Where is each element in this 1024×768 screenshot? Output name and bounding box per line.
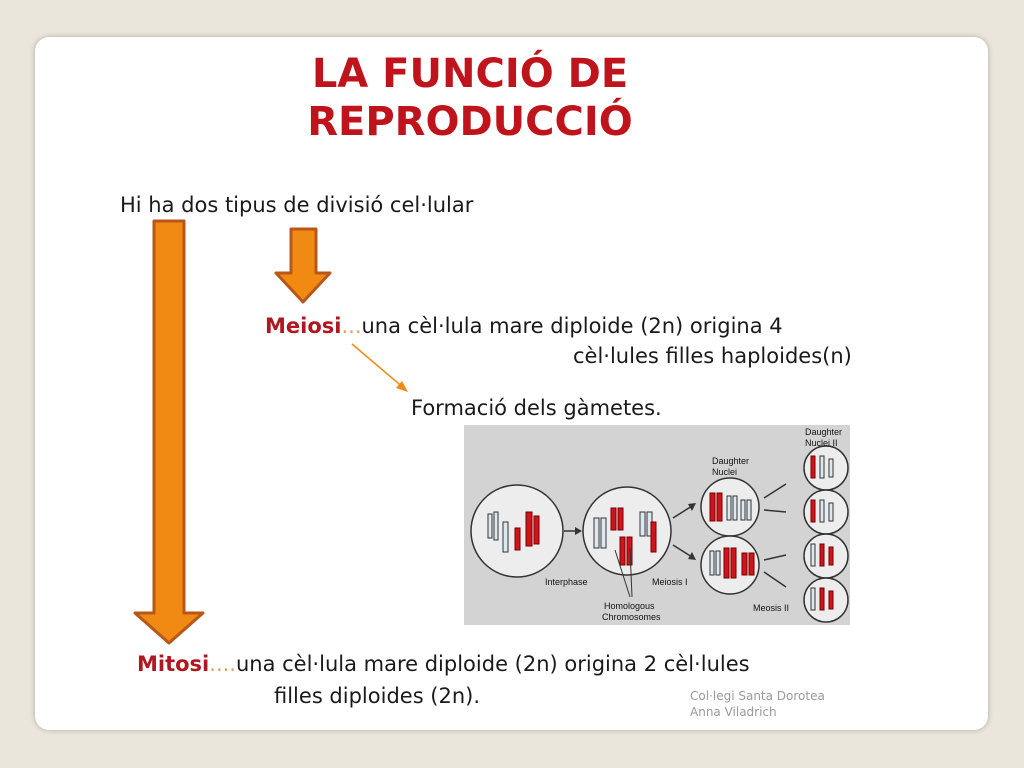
label-daughter-nuclei-ii-2: Nuclei II bbox=[805, 438, 838, 448]
meiosis-1-cell bbox=[582, 486, 672, 576]
label-meiosis-2: Meosis II bbox=[753, 603, 789, 613]
intro-text: Hi ha dos tipus de divisió cel·lular bbox=[120, 193, 474, 217]
daughter-nucleus-1 bbox=[700, 477, 760, 537]
footer: Col·legi Santa Dorotea Anna Viladrich bbox=[690, 688, 825, 720]
label-daughter-nuclei-ii-1: Daughter bbox=[805, 427, 842, 437]
final-cell-4 bbox=[803, 577, 849, 623]
footer-line-2: Anna Viladrich bbox=[690, 705, 777, 719]
final-cell-3 bbox=[803, 533, 849, 579]
meiosi-line-1: Meiosi...una cèl·lula mare diploide (2n)… bbox=[265, 312, 783, 340]
label-homologous-2: Chromosomes bbox=[602, 612, 661, 622]
meiosi-dots: ... bbox=[341, 314, 362, 338]
mitosi-term: Mitosi bbox=[137, 652, 210, 676]
label-meiosis-1: Meiosis I bbox=[652, 577, 688, 587]
final-cell-2 bbox=[803, 489, 849, 535]
arrow-3-icon bbox=[672, 544, 696, 560]
label-daughter-nuclei-2: Nuclei bbox=[712, 467, 737, 477]
meiosi-term: Meiosi bbox=[265, 314, 342, 338]
connector-arrow-icon bbox=[351, 343, 408, 392]
label-daughter-nuclei-1: Daughter bbox=[712, 456, 749, 466]
slide-title: LA FUNCIÓ DE REPRODUCCIÓ bbox=[240, 50, 700, 146]
meiosi-text-1: una cèl·lula mare diploide (2n) origina … bbox=[361, 314, 783, 338]
short-down-arrow-icon bbox=[274, 227, 332, 304]
homologous-pointer-lines bbox=[614, 547, 633, 598]
label-homologous-1: Homologous bbox=[604, 601, 655, 611]
arrow-1-icon bbox=[564, 527, 582, 535]
daughter-nucleus-2 bbox=[700, 535, 760, 595]
long-down-arrow-icon bbox=[133, 219, 205, 645]
footer-line-1: Col·legi Santa Dorotea bbox=[690, 689, 825, 703]
meiosi-consequence: Formació dels gàmetes. bbox=[411, 396, 662, 420]
label-interphase: Interphase bbox=[545, 577, 588, 587]
title-line-1: LA FUNCIÓ DE bbox=[311, 51, 629, 97]
mitosi-text-1: una cèl·lula mare diploide (2n) origina … bbox=[235, 652, 750, 676]
arrow-4-icon bbox=[763, 483, 787, 588]
mitosi-line-1: Mitosi....una cèl·lula mare diploide (2n… bbox=[137, 650, 750, 678]
interphase-cell bbox=[470, 484, 564, 578]
final-cell-1 bbox=[803, 445, 849, 491]
arrow-2-icon bbox=[672, 503, 696, 519]
mitosi-dots: .... bbox=[209, 652, 236, 676]
meiosi-line-2: cèl·lules filles haploides(n) bbox=[573, 344, 852, 368]
title-line-2: REPRODUCCIÓ bbox=[307, 99, 633, 145]
mitosi-line-2: filles diploides (2n). bbox=[274, 684, 481, 708]
